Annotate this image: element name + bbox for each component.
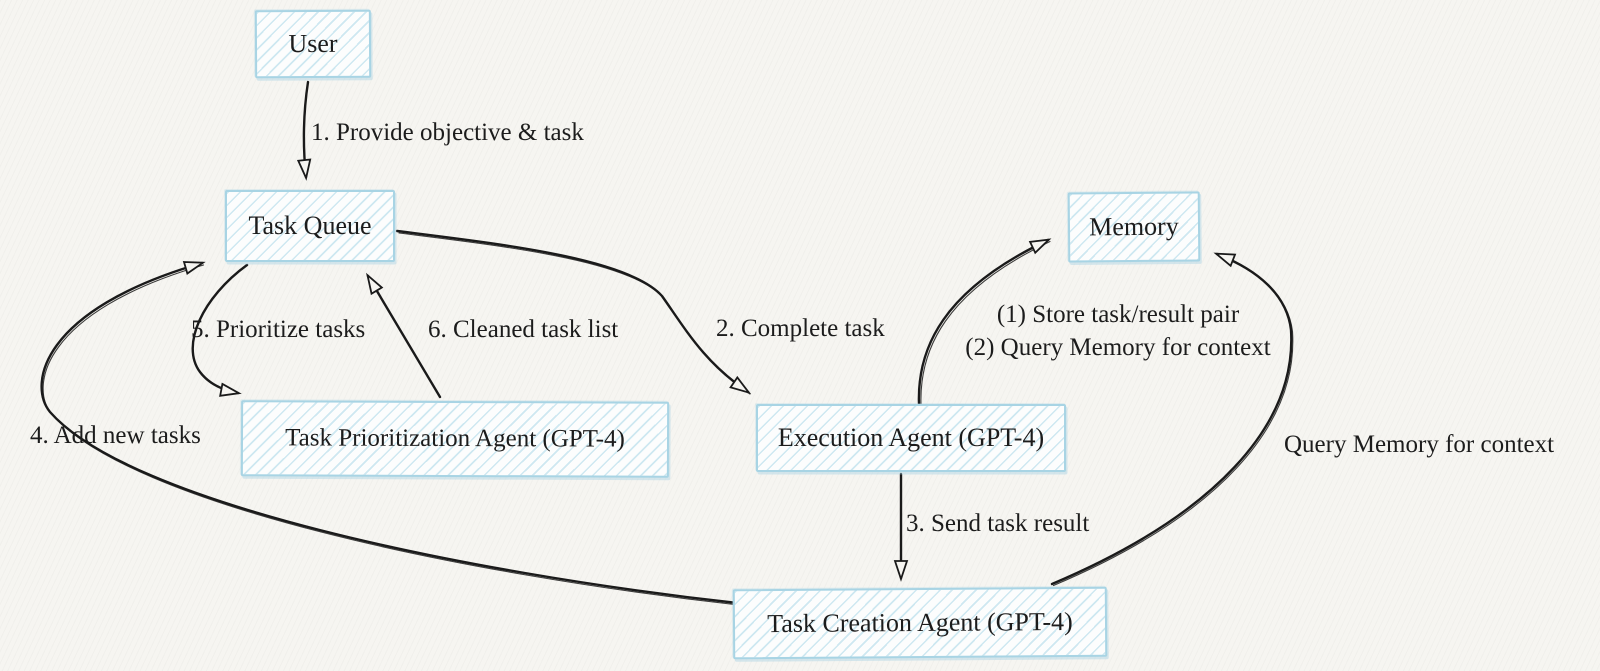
edge-prioritize-tasks-arrow [191, 263, 249, 397]
node-memory-label: Memory [1089, 211, 1179, 242]
edge-cleaned-task-list-arrow [366, 272, 442, 399]
edge-label-add-new-tasks: 4. Add new tasks [30, 422, 201, 449]
node-task-prioritization-agent: Task Prioritization Agent (GPT-4) [240, 400, 670, 478]
node-task-queue: Task Queue [225, 190, 395, 262]
edge-label-creation-to-memory: Query Memory for context [1284, 431, 1555, 458]
edge-execution-to-memory-arrow-sketch [920, 240, 1051, 407]
edge-label-provide-objective: 1. Provide objective & task [311, 119, 584, 146]
edge-label-complete-task: 2. Complete task [716, 315, 885, 342]
edge-label-query-memory-for-context: (2) Query Memory for context [965, 334, 1271, 361]
edge-label-prioritize-tasks: 5. Prioritize tasks [191, 316, 366, 343]
node-user-label: User [288, 28, 338, 59]
edge-creation-to-memory-arrow [1050, 252, 1293, 586]
node-user: User [254, 9, 372, 79]
edge-label-send-task-result: 3. Send task result [906, 510, 1090, 537]
edge-complete-task-arrow [395, 229, 752, 395]
node-memory: Memory [1067, 191, 1201, 263]
node-task-queue-label: Task Queue [248, 211, 372, 240]
edge-label-execution-to-memory: (1) Store task/result pair (2) Query Mem… [948, 298, 1288, 364]
edge-label-cleaned-task-list: 6. Cleaned task list [428, 316, 619, 343]
edge-provide-objective-arrow [296, 80, 312, 181]
edge-label-store-task-result-pair: (1) Store task/result pair [996, 301, 1240, 328]
edge-add-new-tasks-arrow [40, 261, 739, 605]
node-task-creation-agent-label: Task Creation Agent (GPT-4) [767, 606, 1073, 639]
node-execution-agent: Execution Agent (GPT-4) [756, 404, 1066, 472]
edge-execution-to-memory-arrow [917, 238, 1052, 406]
node-task-prioritization-agent-label: Task Prioritization Agent (GPT-4) [285, 424, 625, 453]
node-task-creation-agent: Task Creation Agent (GPT-4) [732, 586, 1108, 660]
node-execution-agent-label: Execution Agent (GPT-4) [777, 423, 1045, 452]
